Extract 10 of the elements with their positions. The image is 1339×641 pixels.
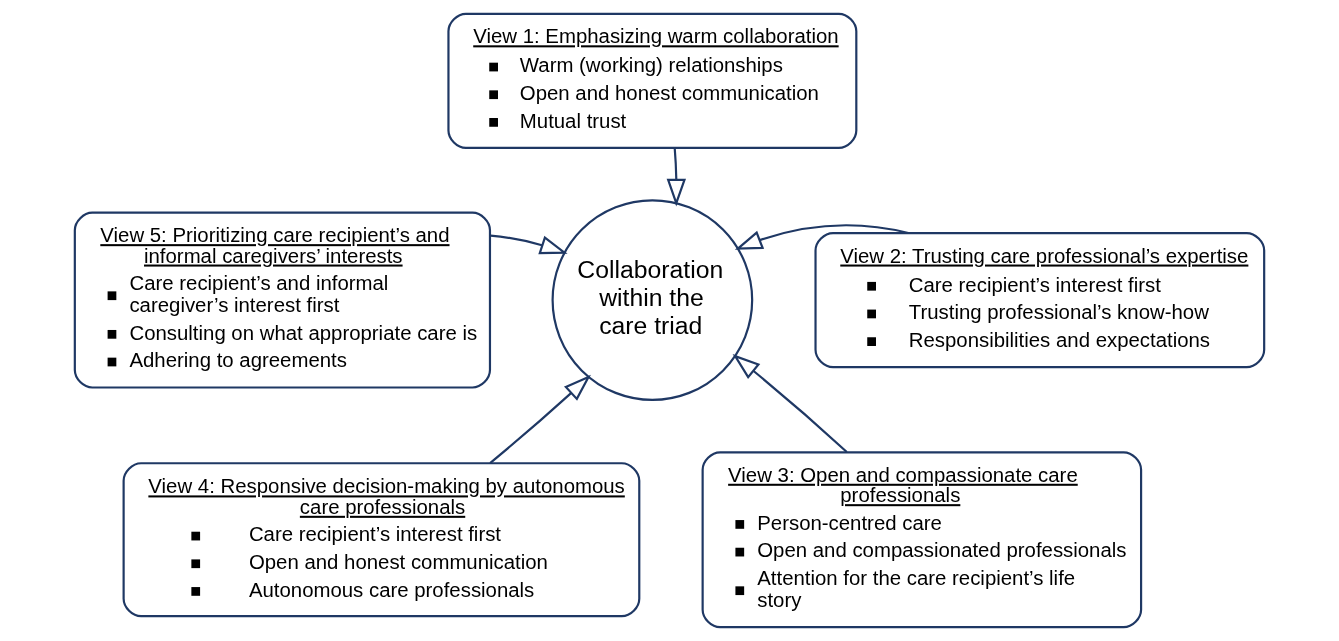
node-box: View 4: Responsive decision-making by autonomous care professionals Care recipient’s interest first Open and honest communication Autonomous care professionals [122,462,641,618]
node-box: View 5: Prioritizing care recipient’s and informal caregivers’ interests Care recipient’s and informal caregiver’s interest first Consulting on what appropriate care is Adhering to agreements [73,211,492,389]
arrow [490,234,568,255]
arrow [489,374,591,464]
node-box: View 1: Emphasizing warm collaboration Warm (working) relationships Open and honest communication Mutual trust [447,12,858,149]
node-box: View 2: Trusting care professional’s expertise Care recipient’s interest first Trusting professional’s know-how Responsibilities and expectations [814,232,1266,369]
arrow [666,148,686,207]
node-box: View 3: Open and compassionate care professionals Person-centred care Open and compassionated professionals Attention for the care recipient’s life story [701,451,1143,629]
arrow [734,224,909,250]
arrow [732,354,848,453]
